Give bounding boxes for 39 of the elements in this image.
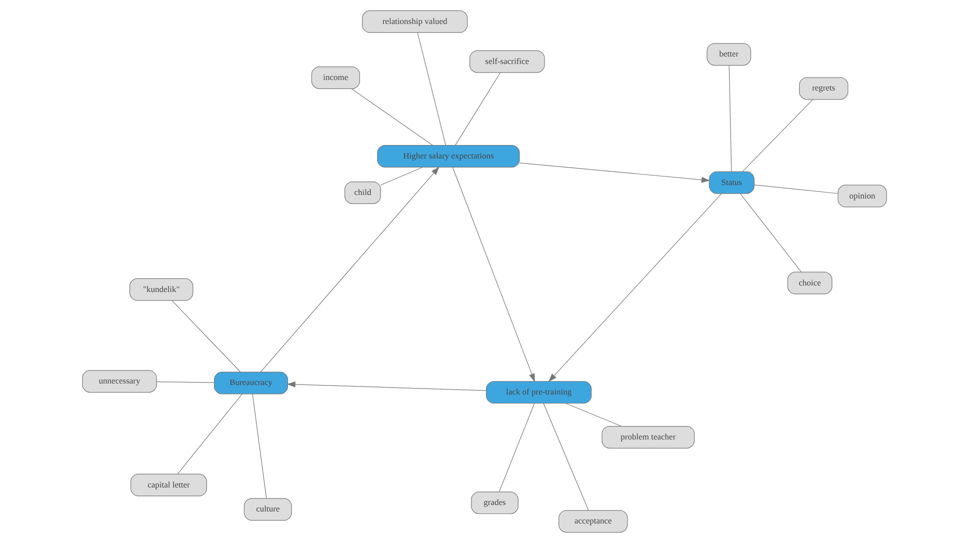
node-box: "kundelik" xyxy=(128,278,193,301)
connector xyxy=(252,394,266,499)
connector xyxy=(742,99,813,172)
arrow xyxy=(548,193,722,382)
node-box: lack of pre-training xyxy=(485,381,592,404)
node-box: grades xyxy=(470,492,518,514)
node-box: Higher salary expectations xyxy=(376,145,520,168)
arrow xyxy=(260,166,439,372)
arrow xyxy=(286,381,486,391)
node-box: regrets xyxy=(798,77,848,100)
connector xyxy=(753,184,838,194)
arrow xyxy=(518,162,710,183)
connector xyxy=(380,166,422,186)
connector xyxy=(156,382,214,383)
node-box: income xyxy=(310,66,360,89)
node-box: capital letter xyxy=(130,474,206,496)
connector xyxy=(728,65,732,172)
arrow xyxy=(452,167,534,382)
node-box: culture xyxy=(243,498,292,521)
connector xyxy=(171,300,240,372)
node-box: acceptance xyxy=(558,510,628,533)
connector xyxy=(350,88,432,146)
node-box: problem teacher xyxy=(601,426,694,448)
node-box: unnecessary xyxy=(82,370,156,393)
node-box: relationship valued xyxy=(361,10,468,33)
connector xyxy=(176,394,242,474)
connector xyxy=(564,402,622,427)
connector xyxy=(454,72,500,146)
node-box: better xyxy=(706,43,751,66)
node-box: choice xyxy=(786,272,832,294)
connector xyxy=(542,402,588,511)
connector xyxy=(498,402,534,492)
node-box: child xyxy=(344,181,380,204)
node-box: self-sacrifice xyxy=(469,50,544,73)
connector xyxy=(416,32,446,146)
connector xyxy=(739,193,802,272)
node-box: opinion xyxy=(837,184,886,208)
node-box: Bureaucracy xyxy=(214,372,288,394)
node-box: Status xyxy=(708,171,754,194)
